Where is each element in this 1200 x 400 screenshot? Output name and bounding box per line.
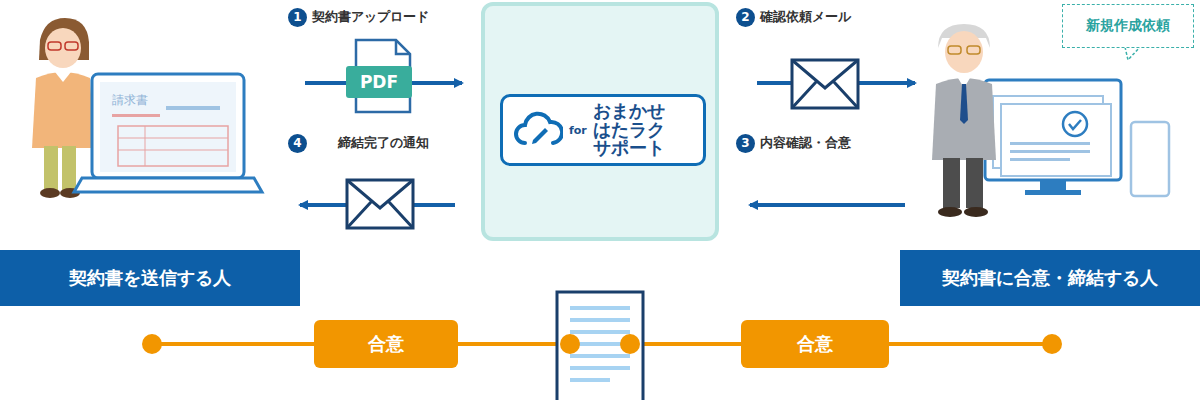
callout-number: 2 xyxy=(736,8,755,27)
step-text: 締結完了の通知 xyxy=(338,134,429,152)
node-text: 合意 xyxy=(368,332,404,356)
envelope xyxy=(792,60,858,108)
agree-pill: 合意 xyxy=(741,320,889,368)
callout-number: 3 xyxy=(736,134,755,153)
envelope xyxy=(347,180,413,228)
agree-pill: 合意 xyxy=(314,320,458,368)
callout-number: 1 xyxy=(288,8,307,27)
step-text: 契約書アップロード xyxy=(312,8,429,26)
node-text: 契約書を送信する人 xyxy=(69,266,231,290)
screen-title: 請求書 xyxy=(112,92,148,109)
node-text: 新規作成依頼 xyxy=(1086,17,1170,35)
pdf-tag: PDF xyxy=(346,66,412,98)
logo-box: for おまかせ はたラク サポート xyxy=(500,94,706,166)
pdf-document xyxy=(346,40,412,112)
node-text: 合意 xyxy=(797,332,833,356)
cloud-icon xyxy=(513,110,563,150)
role-band: 契約書を送信する人 xyxy=(0,250,300,306)
agree-arrow xyxy=(750,203,905,207)
role-band: 契約書に合意・締結する人 xyxy=(900,250,1200,306)
recipient-figure xyxy=(932,24,996,217)
step-text: 確認依頼メール xyxy=(760,8,851,26)
sender-figure xyxy=(32,18,94,198)
node-text: 契約書に合意・締結する人 xyxy=(942,266,1158,290)
laptop xyxy=(74,74,262,192)
logo-prefix: for xyxy=(569,124,587,137)
contract-document xyxy=(557,292,643,400)
platform-panel xyxy=(483,4,717,239)
callout-number: 4 xyxy=(288,134,307,153)
monitor xyxy=(985,80,1169,196)
logo-name: おまかせ はたラク サポート xyxy=(593,102,685,159)
speech-bubble: 新規作成依頼 xyxy=(1062,4,1194,48)
bubble-tail xyxy=(1125,47,1140,60)
step-text: 内容確認・合意 xyxy=(760,134,851,152)
